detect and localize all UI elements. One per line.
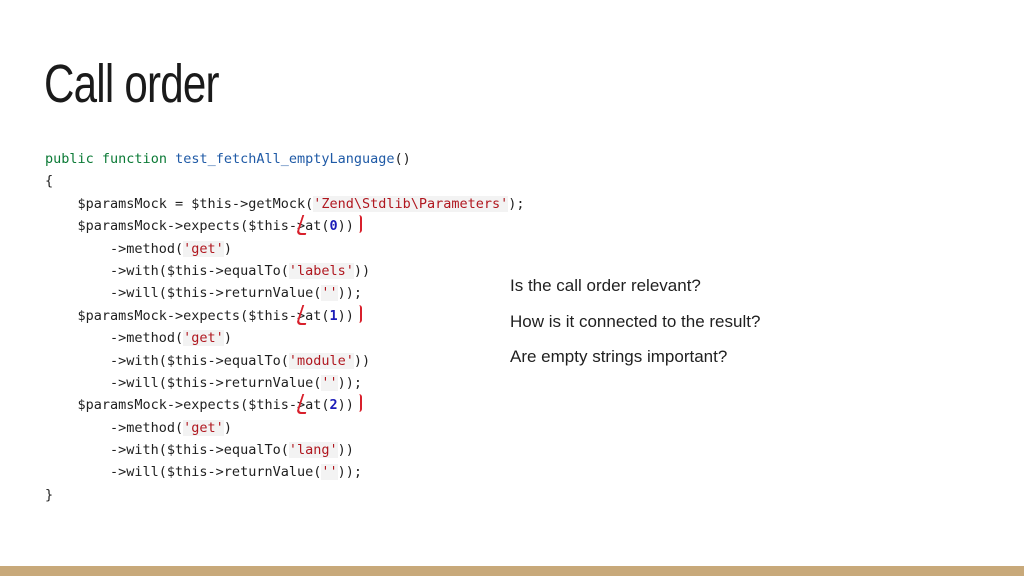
code-line-brace-close: } (45, 486, 54, 503)
code-line-with: ->with($this->equalTo('module')) (45, 350, 525, 372)
keyword-function: function (101, 151, 167, 167)
function-name: test_fetchAll_emptyLanguage (175, 151, 395, 167)
call-order-highlight: at(1)) (305, 304, 362, 327)
code-text: ) (223, 240, 232, 257)
question-empty-strings: Are empty strings important? (510, 347, 728, 366)
string-literal: '' (321, 374, 338, 391)
code-line-with: ->with($this->equalTo('labels')) (45, 260, 525, 282)
code-line-will: ->will($this->returnValue('')); (45, 282, 525, 304)
string-literal: 'lang' (288, 442, 338, 459)
string-literal: '' (321, 285, 338, 302)
questions-list: Is the call order relevant? How is it co… (510, 274, 760, 381)
question-call-order: Is the call order relevant? (510, 276, 701, 295)
string-literal: 'get' (183, 330, 224, 347)
question-connection: How is it connected to the result? (510, 311, 761, 331)
code-text: ) (223, 330, 232, 347)
code-line-will: ->will($this->returnValue('')); (45, 461, 525, 483)
string-literal: 'labels' (288, 262, 354, 279)
code-text: ->will($this->returnValue( (45, 374, 322, 391)
footer-bar (0, 566, 1024, 576)
string-literal: 'get' (183, 240, 224, 257)
code-line-method: ->method('get') (45, 417, 525, 439)
string-literal: 'get' (183, 419, 224, 436)
code-text: at( (305, 397, 330, 414)
code-block: public function test_fetchAll_emptyLangu… (45, 148, 525, 506)
code-text: )) (353, 352, 371, 369)
slide-title: Call order (44, 54, 220, 114)
code-text: ->will($this->returnValue( (45, 285, 322, 302)
signature-parens: () (394, 151, 411, 167)
code-line-get-mock: $paramsMock = $this->getMock('Zend\Stdli… (45, 193, 525, 215)
call-order-highlight: at(0)) (305, 215, 362, 237)
code-text: )); (337, 374, 362, 391)
code-text: ) (223, 419, 232, 436)
code-text: ->will($this->returnValue( (45, 464, 322, 481)
code-line-brace-open: { (45, 173, 54, 190)
string-literal: '' (321, 464, 338, 481)
code-line-signature: public function test_fetchAll_emptyLangu… (45, 148, 525, 170)
string-literal: 'module' (288, 352, 354, 369)
code-line-method: ->method('get') (45, 238, 525, 260)
code-text: )) (337, 307, 354, 324)
call-order-highlight: at(2)) (305, 394, 362, 416)
code-line-expects: $paramsMock->expects($this->at(2)) (45, 394, 525, 416)
code-text: $paramsMock->expects($this-> (45, 307, 306, 324)
code-text: at( (305, 307, 330, 324)
keyword-public: public (45, 151, 94, 167)
code-text: ->with($this->equalTo( (45, 442, 289, 459)
code-text: )); (337, 285, 362, 302)
call-index: 1 (329, 307, 338, 324)
code-text: ->with($this->equalTo( (45, 352, 289, 369)
code-text: )); (337, 464, 362, 481)
code-text: )) (337, 442, 354, 459)
code-text: )) (337, 397, 354, 414)
code-text: ->method( (45, 240, 184, 257)
code-text: )) (337, 218, 354, 235)
code-text: )) (353, 262, 371, 279)
code-text: ->method( (45, 419, 184, 436)
code-line-will: ->will($this->returnValue('')); (45, 372, 525, 394)
code-line-method: ->method('get') (45, 327, 525, 349)
code-text: ); (508, 195, 525, 212)
code-text: $paramsMock->expects($this-> (45, 397, 306, 414)
code-text: $paramsMock->expects($this-> (45, 218, 306, 235)
code-text: $paramsMock = $this->getMock( (45, 195, 314, 212)
call-index: 2 (329, 397, 338, 414)
code-line-with: ->with($this->equalTo('lang')) (45, 439, 525, 461)
code-line-expects: $paramsMock->expects($this->at(0)) (45, 215, 525, 237)
string-literal: 'Zend\Stdlib\Parameters' (313, 195, 509, 212)
code-text: ->with($this->equalTo( (45, 262, 289, 279)
code-text: at( (305, 218, 330, 235)
code-line-expects: $paramsMock->expects($this->at(1)) (45, 304, 525, 327)
code-text: ->method( (45, 330, 184, 347)
call-index: 0 (329, 218, 338, 235)
